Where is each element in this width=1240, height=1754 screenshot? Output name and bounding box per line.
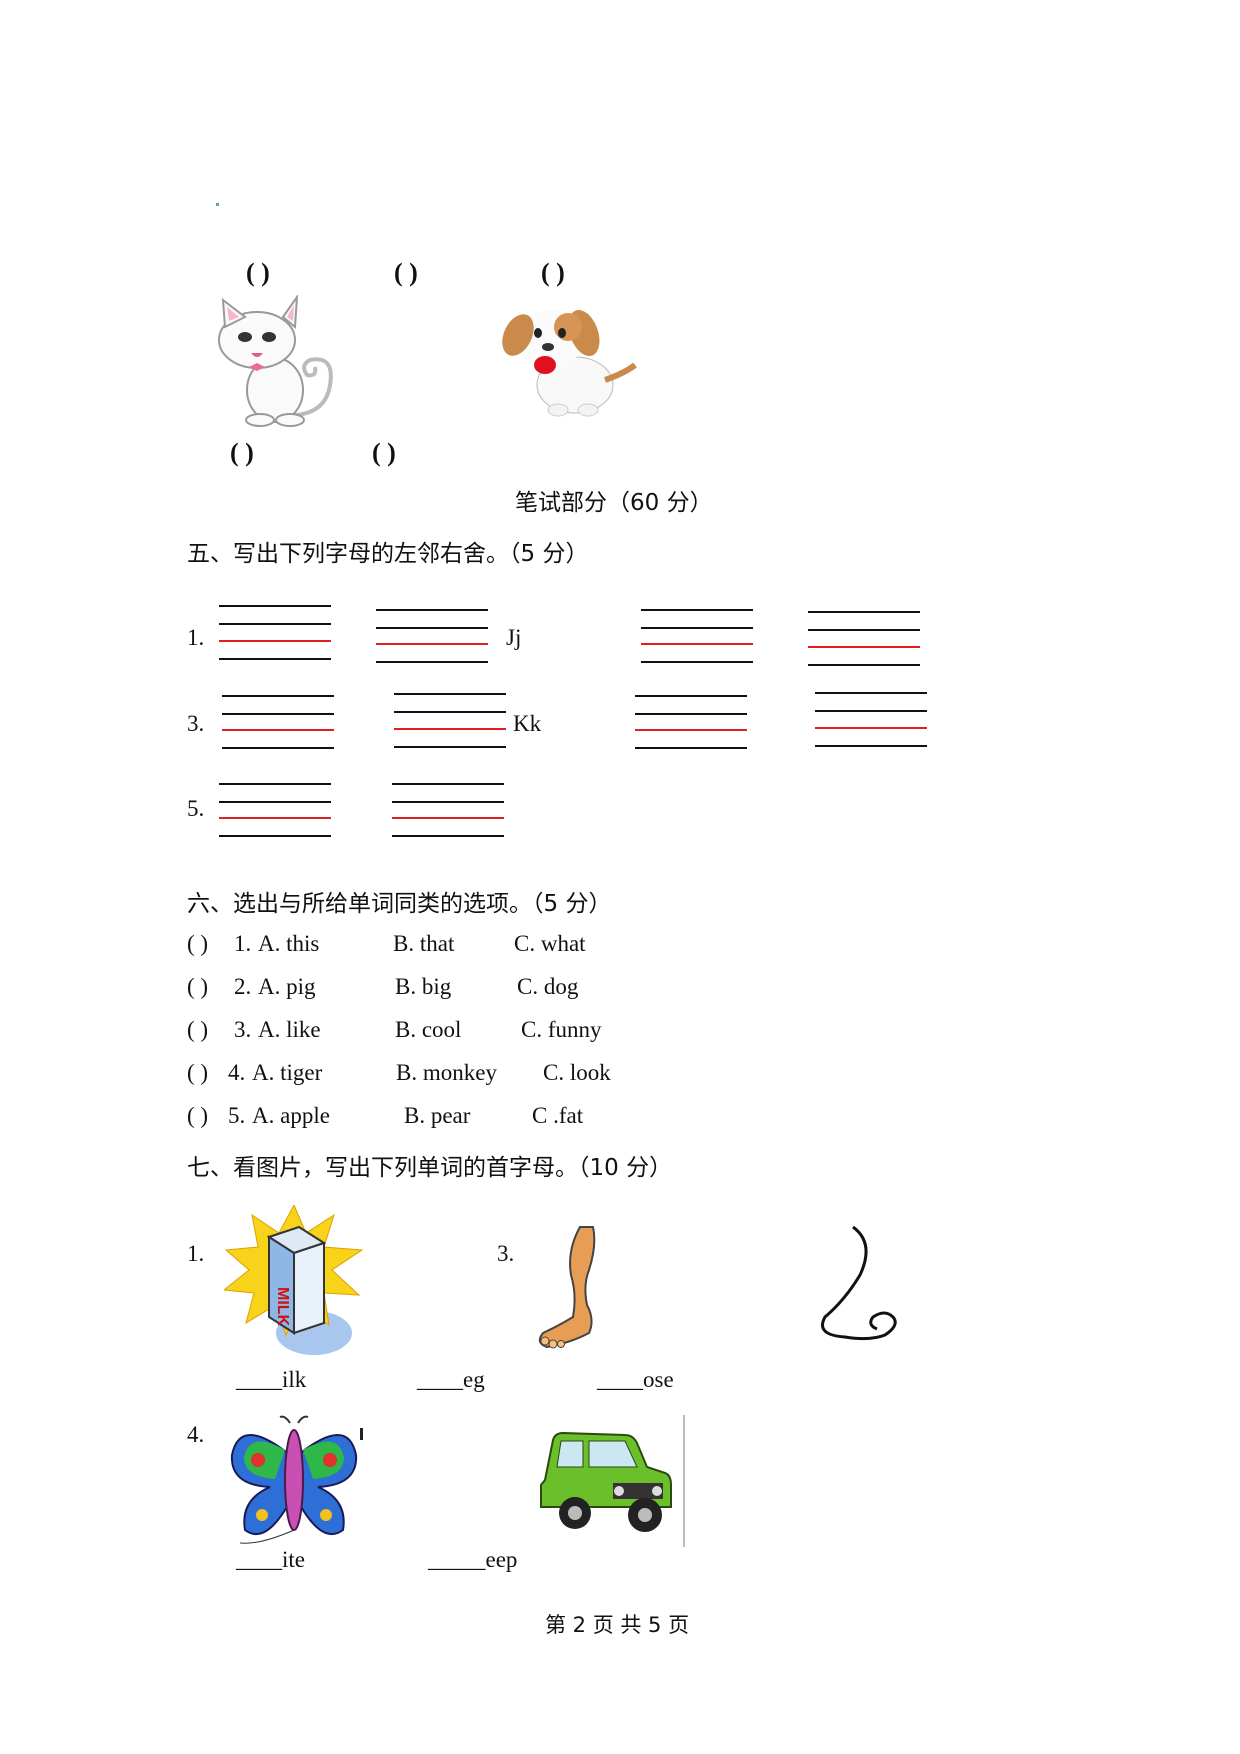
answer-paren[interactable]: ( )	[187, 1017, 209, 1042]
option-a: A. like	[258, 1017, 321, 1042]
option-a: A. tiger	[252, 1060, 323, 1085]
four-line-grid[interactable]	[392, 783, 504, 839]
option-c: C. dog	[517, 974, 579, 999]
four-line-grid[interactable]	[219, 783, 331, 839]
question-number: 4.	[187, 1422, 205, 1447]
four-line-grid[interactable]	[222, 695, 334, 751]
option-a: A. apple	[252, 1103, 330, 1128]
word-blank[interactable]: ____ose	[597, 1367, 674, 1392]
milk-label: MILK	[274, 1287, 291, 1327]
word-blank[interactable]: _____eep	[428, 1547, 518, 1572]
written-part-header: 笔试部分（60 分）	[515, 490, 713, 516]
stray-mark	[360, 1428, 363, 1440]
answer-paren[interactable]: ( )	[187, 974, 209, 999]
given-letter: Kk	[513, 711, 542, 736]
option-b: B. monkey	[396, 1060, 497, 1085]
word-blank[interactable]: ____eg	[417, 1367, 485, 1392]
answer-paren: ( )	[230, 438, 254, 467]
answer-paren: ( )	[372, 438, 396, 467]
option-c: C .fat	[532, 1103, 584, 1128]
item-number: 1.	[234, 931, 252, 956]
option-c: C. what	[514, 931, 586, 956]
four-line-grid[interactable]	[394, 693, 506, 749]
cat-picture	[205, 295, 355, 430]
section7-title: 七、看图片，写出下列单词的首字母。（10 分）	[187, 1155, 673, 1181]
answer-paren: ( )	[394, 258, 418, 287]
word-blank[interactable]: ____ite	[236, 1547, 305, 1572]
option-b: B. that	[393, 931, 455, 956]
item-number: 2.	[234, 974, 252, 999]
question-number: 1.	[187, 1241, 205, 1266]
question-number: 3.	[497, 1241, 515, 1266]
stray-mark	[216, 203, 219, 206]
answer-paren[interactable]: ( )	[187, 931, 209, 956]
four-line-grid[interactable]	[219, 605, 331, 661]
kite-picture	[230, 1415, 358, 1550]
option-b: B. big	[395, 974, 452, 999]
question-number: 5.	[187, 796, 205, 821]
four-line-grid[interactable]	[808, 611, 920, 667]
four-line-grid[interactable]	[641, 609, 753, 665]
word-blank[interactable]: ____ilk	[236, 1367, 307, 1392]
item-number: 5.	[228, 1103, 246, 1128]
given-letter: Jj	[506, 625, 522, 650]
answer-paren[interactable]: ( )	[187, 1060, 209, 1085]
four-line-grid[interactable]	[815, 692, 927, 748]
option-b: B. cool	[395, 1017, 462, 1042]
option-a: A. this	[258, 931, 320, 956]
question-number: 3.	[187, 711, 205, 736]
item-number: 3.	[234, 1017, 252, 1042]
leg-picture	[535, 1225, 610, 1350]
answer-paren: ( )	[246, 258, 270, 287]
option-c: C. look	[543, 1060, 611, 1085]
milk-picture: MILK	[224, 1205, 364, 1360]
option-a: A. pig	[258, 974, 316, 999]
section5-title: 五、写出下列字母的左邻右舍。（5 分）	[187, 541, 589, 567]
page-footer: 第 2 页 共 5 页	[545, 1613, 690, 1637]
four-line-grid[interactable]	[635, 695, 747, 751]
option-c: C. funny	[521, 1017, 602, 1042]
question-number: 1.	[187, 625, 205, 650]
dog-picture	[500, 295, 640, 420]
nose-picture	[815, 1225, 915, 1345]
four-line-grid[interactable]	[376, 609, 488, 665]
answer-paren: ( )	[541, 258, 565, 287]
divider-line	[683, 1415, 685, 1547]
section6-title: 六、选出与所给单词同类的选项。（5 分）	[187, 891, 612, 917]
item-number: 4.	[228, 1060, 246, 1085]
option-b: B. pear	[404, 1103, 471, 1128]
answer-paren[interactable]: ( )	[187, 1103, 209, 1128]
jeep-picture	[535, 1425, 675, 1537]
